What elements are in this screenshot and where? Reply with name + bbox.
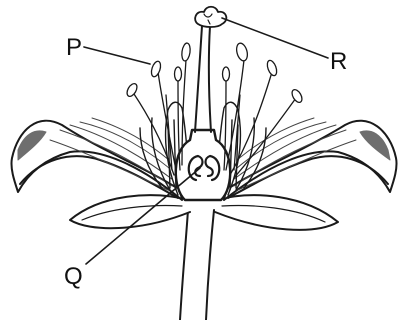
pedicel [180,210,214,320]
style [195,26,211,132]
sepal-left [70,195,190,228]
stigma [195,7,226,27]
sepal-right [215,195,338,230]
label-r: R [330,50,347,74]
label-q: Q [64,265,83,289]
label-p: P [66,36,82,60]
leader-line-p [84,47,150,64]
